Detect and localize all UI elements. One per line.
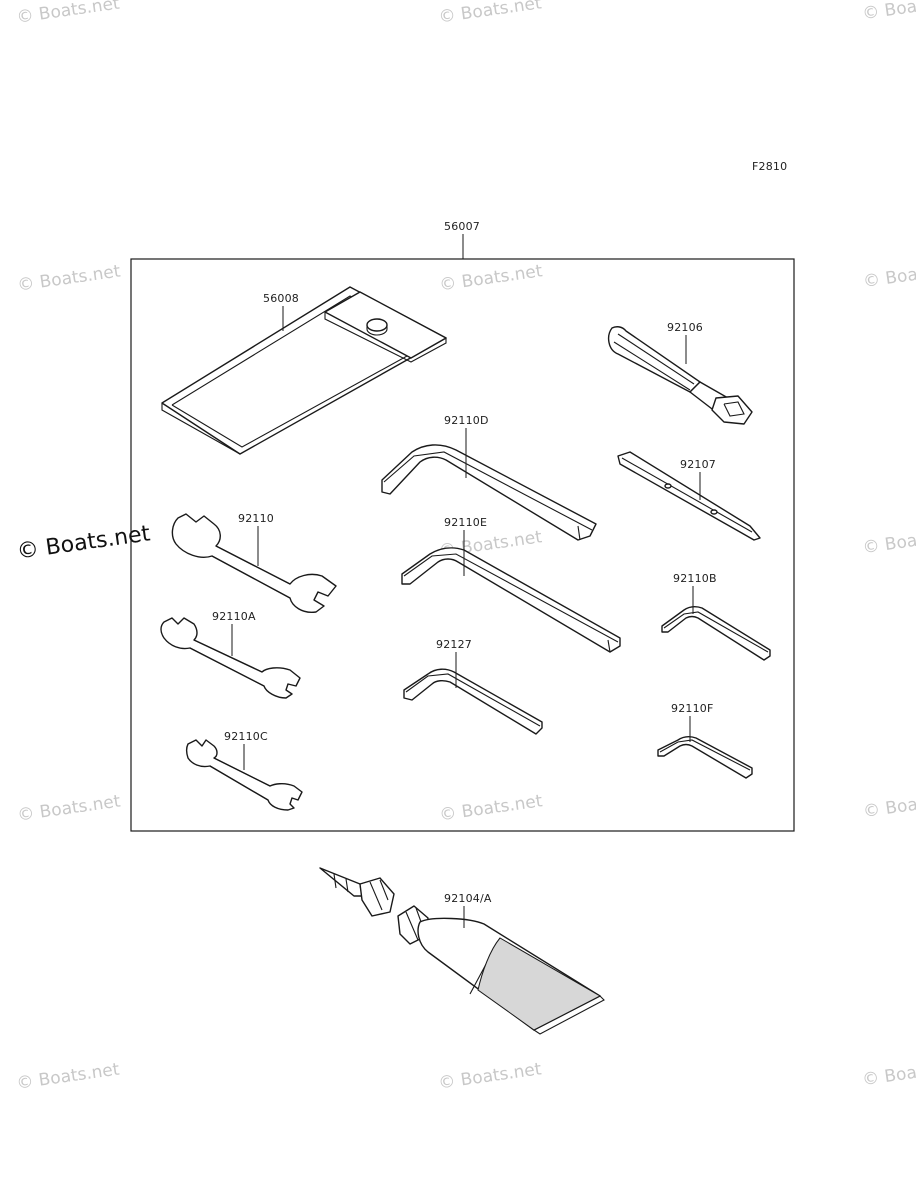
label-hex-e: 92110E <box>444 516 487 529</box>
hex-key-b-illustration <box>661 605 771 661</box>
wrench-c-illustration <box>185 739 303 811</box>
watermark: © Boats.net <box>861 0 916 24</box>
watermark: © Boats.net <box>861 1056 916 1090</box>
watermark: © Boats.net <box>16 261 122 295</box>
hex-key-92127-illustration <box>403 668 543 735</box>
kit-frame <box>130 258 795 832</box>
watermark: © Boats.net <box>438 261 544 295</box>
label-kit: 56007 <box>444 220 480 233</box>
screwdriver-illustration <box>607 326 753 425</box>
label-screwdriver: 92106 <box>667 321 703 334</box>
watermark: © Boats.net <box>16 791 122 825</box>
label-hex-f: 92110F <box>671 702 714 715</box>
hex-key-e-illustration <box>401 547 621 653</box>
watermark: © Boats.net <box>862 788 916 822</box>
label-hex-d: 92110D <box>444 414 489 427</box>
watermark: © Boats.net <box>15 1060 121 1094</box>
label-hex-92127: 92127 <box>436 638 472 651</box>
watermark: © Boats.net <box>438 791 544 825</box>
label-case: 56008 <box>263 292 299 305</box>
watermark: © Boats.net <box>862 258 916 292</box>
label-hex-b: 92110B <box>673 572 717 585</box>
tool-case-illustration <box>161 286 447 455</box>
grease-tube-illustration <box>319 867 605 1035</box>
watermark-dark: © Boats.net <box>15 521 152 564</box>
watermark: © Boats.net <box>15 0 121 28</box>
label-wrench-c: 92110C <box>224 730 268 743</box>
figure-code: F2810 <box>752 160 787 173</box>
label-grease: 92104/A <box>444 892 492 905</box>
watermark: © Boats.net <box>437 0 543 28</box>
hex-key-d-illustration <box>381 444 597 541</box>
hex-key-f-illustration <box>657 735 753 779</box>
wrench-illustration <box>171 513 337 613</box>
wrench-a-illustration <box>160 617 301 699</box>
label-wrench: 92110 <box>238 512 274 525</box>
label-wrench-a: 92110A <box>212 610 256 623</box>
watermark: © Boats.net <box>437 1059 543 1093</box>
watermark: © Boats.net <box>861 524 916 558</box>
label-bit: 92107 <box>680 458 716 471</box>
driver-bit-illustration <box>617 451 761 541</box>
